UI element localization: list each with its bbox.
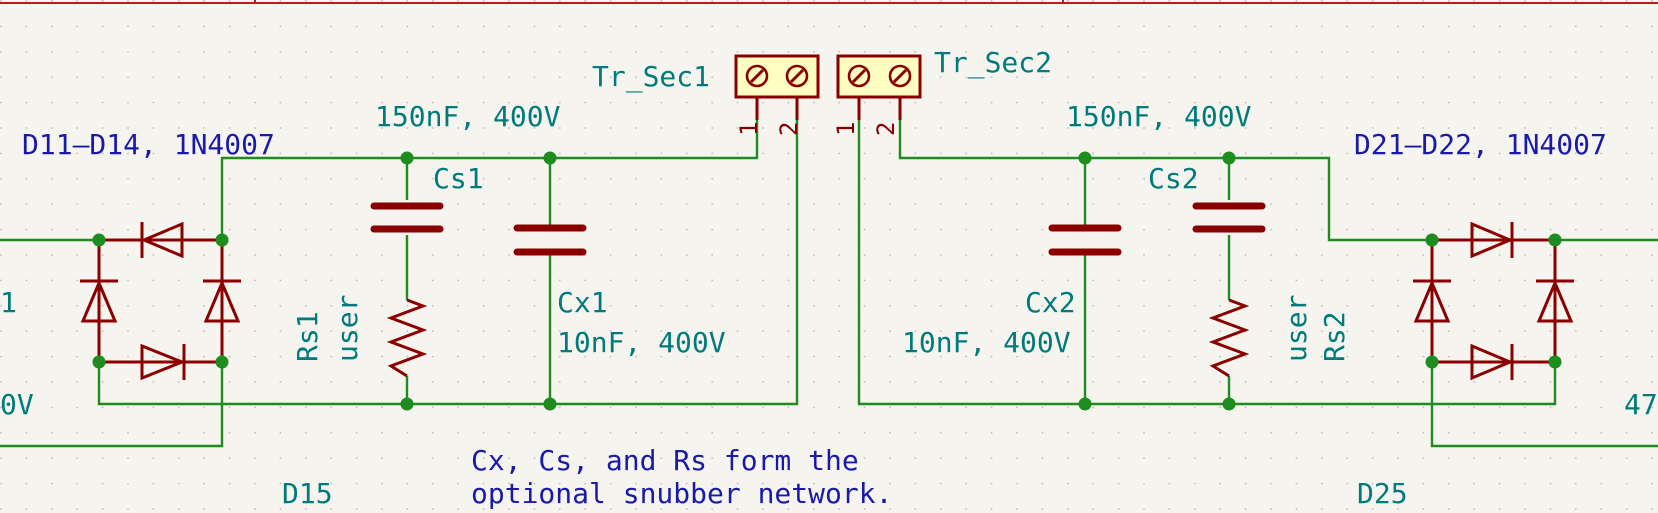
capacitor-cs1 — [370, 202, 444, 233]
diode-d23 — [1413, 279, 1451, 323]
rs1-ref: Rs1 — [291, 311, 324, 362]
cs2-value: 150nF, 400V — [1066, 100, 1252, 133]
bridge-rectifier-left — [80, 221, 241, 381]
diode-d12 — [140, 343, 187, 381]
diode-d13 — [80, 279, 118, 323]
cx2-ref: Cx2 — [1025, 286, 1076, 319]
bridge-rectifier-right — [1413, 221, 1574, 381]
diode-d22 — [1470, 343, 1514, 381]
rs2-ref: Rs2 — [1318, 311, 1351, 362]
snubber-note-line1: Cx, Cs, and Rs form the — [471, 444, 859, 477]
resistor-rs1 — [386, 298, 428, 378]
capacitor-cs2 — [1192, 202, 1266, 233]
cx1-value: 10nF, 400V — [557, 326, 726, 359]
diode-ref-d25: D25 — [1357, 477, 1408, 510]
connector-tr-sec1 — [734, 54, 820, 120]
bridge-ref-left: D11–D14, 1N4007 — [22, 128, 275, 161]
capacitor-cx2 — [1048, 224, 1122, 256]
cx2-value: 10nF, 400V — [902, 326, 1071, 359]
connector-tr-sec2 — [836, 54, 922, 120]
pin-number-sec1-2: 2 — [775, 122, 803, 136]
diode-d21 — [1470, 221, 1514, 259]
bridge-ref-right: D21–D22, 1N4007 — [1354, 128, 1607, 161]
right-edge-label-partial: 47 — [1624, 388, 1658, 421]
capacitor-cx1 — [513, 224, 587, 256]
sheet-frame — [0, 0, 1658, 4]
left-stage-wires — [0, 120, 799, 448]
diode-d11 — [140, 221, 184, 259]
right-stage-wires — [857, 120, 1658, 448]
left-edge-voltage-partial: 0V — [0, 388, 34, 421]
cs1-ref: Cs1 — [433, 162, 484, 195]
connector-ref-tr-sec1: Tr_Sec1 — [592, 60, 710, 94]
junction-dots — [92, 151, 1562, 411]
resistor-rs2 — [1208, 298, 1250, 378]
diode-d24 — [1536, 279, 1574, 323]
left-edge-label-partial: 1 — [0, 286, 17, 319]
pin-number-sec1-1: 1 — [735, 122, 763, 136]
diode-ref-d15: D15 — [282, 477, 333, 510]
cs1-value: 150nF, 400V — [375, 100, 561, 133]
rs2-value: user — [1280, 295, 1313, 362]
connector-ref-tr-sec2: Tr_Sec2 — [934, 46, 1052, 80]
pin-number-sec2-2: 2 — [872, 122, 900, 136]
diode-d14 — [203, 279, 241, 323]
rs1-value: user — [331, 295, 364, 362]
cs2-ref: Cs2 — [1148, 162, 1199, 195]
pin-number-sec2-1: 1 — [832, 122, 860, 136]
snubber-note-line2: optional snubber network. — [471, 477, 892, 510]
cx1-ref: Cx1 — [557, 286, 608, 319]
